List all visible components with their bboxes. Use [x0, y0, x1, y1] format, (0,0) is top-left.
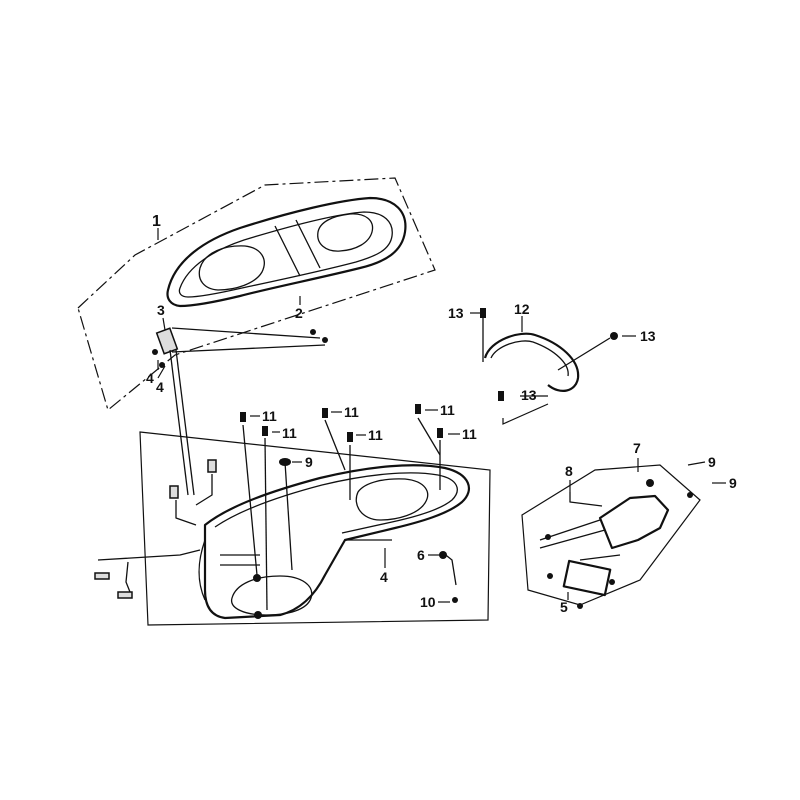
callout-6: 6 [417, 547, 425, 563]
bolt-leader [264, 437, 268, 611]
latch-screw [547, 573, 553, 579]
seat-inner-rim [178, 211, 393, 298]
grommet-9 [279, 458, 291, 466]
latch-screw [609, 579, 615, 585]
latch-group-boundary [521, 464, 701, 606]
wire-harness [125, 561, 131, 593]
callout-4: 4 [156, 379, 164, 395]
nut [254, 611, 262, 619]
callout-11: 11 [262, 408, 277, 424]
callout-13: 13 [640, 328, 656, 344]
bolt-leader [417, 417, 441, 456]
bolt-11 [347, 432, 353, 442]
callout-9: 9 [305, 454, 313, 470]
bolt-13 [610, 332, 618, 340]
callout-11: 11 [440, 402, 455, 418]
leader-3 [162, 317, 166, 331]
callout-12: 12 [514, 301, 530, 317]
leader-9 [687, 461, 706, 466]
leader-13 [502, 395, 549, 425]
bolt-13 [498, 391, 504, 401]
latch-screw [545, 534, 551, 540]
bolt-13 [480, 308, 486, 318]
storage-box [203, 464, 471, 620]
storage-box-front-opening [355, 478, 429, 521]
cable-12 [483, 332, 580, 392]
bolt-leader [284, 461, 293, 571]
storage-box-group [94, 349, 491, 626]
callout-4: 4 [380, 569, 388, 585]
callout-10: 10 [420, 594, 436, 610]
bolt-leader [242, 424, 258, 576]
callout-11: 11 [282, 425, 297, 441]
bolt-11 [240, 412, 246, 422]
storage-box-boundary [139, 431, 491, 626]
callout-5: 5 [560, 599, 568, 615]
callout-7: 7 [633, 440, 641, 456]
callout-9: 9 [708, 454, 716, 470]
latch-group [521, 464, 701, 609]
bolt-11 [322, 408, 328, 418]
bolt-leader [557, 337, 611, 371]
box-clip [169, 485, 179, 499]
bolt-11 [437, 428, 443, 438]
seat-rib [295, 219, 321, 269]
latch-bracket [598, 494, 670, 550]
hinge-nut [310, 329, 316, 335]
callout-11: 11 [462, 426, 477, 442]
part-10-screw [452, 597, 458, 603]
storage-box-left-wall [198, 539, 206, 601]
latch-rod-8 [569, 492, 603, 507]
wire-connector [94, 572, 110, 580]
box-clip-lead [175, 500, 197, 526]
hinge-bolt [159, 362, 165, 368]
seat-latch-pocket [317, 213, 374, 252]
callout-11: 11 [344, 404, 359, 420]
seat-hinge-bracket [155, 327, 179, 355]
bolt-leader [324, 419, 346, 471]
seat-group-boundary [77, 177, 436, 412]
hinge-nut [322, 337, 328, 343]
part-6-clip [439, 551, 447, 559]
seat-assembly-group [77, 177, 436, 412]
hinge-rod [171, 327, 321, 339]
seat-support-rod [175, 349, 195, 496]
callout-11: 11 [368, 427, 383, 443]
callout-3: 3 [157, 302, 165, 318]
latch-screw [687, 492, 693, 498]
callout-9: 9 [729, 475, 737, 491]
storage-box-rim [214, 472, 458, 534]
box-clip-lead [195, 474, 213, 506]
wire-harness [97, 549, 201, 561]
seat [166, 196, 407, 308]
cable-group [480, 308, 618, 401]
callout-13: 13 [448, 305, 464, 321]
nut [253, 574, 261, 582]
latch-screw [646, 479, 654, 487]
bolt-11 [262, 426, 268, 436]
bolt-11 [415, 404, 421, 414]
leader-4 [157, 365, 166, 379]
wire-connector [117, 591, 133, 599]
hinge-bolt [152, 349, 158, 355]
seat-hinge-cutout [198, 245, 265, 291]
seat-support-rod [169, 349, 189, 496]
seat-rib [274, 225, 301, 277]
callout-13: 13 [521, 387, 537, 403]
leader-lines [157, 228, 726, 603]
latch-actuator-5 [562, 559, 612, 597]
callout-labels: 1 2 3 4 4 11 11 11 11 11 11 9 4 6 10 12 … [146, 213, 737, 615]
hinge-rod [171, 344, 326, 353]
callout-2: 2 [295, 305, 303, 321]
callout-1: 1 [152, 213, 161, 230]
box-clip [207, 459, 217, 473]
latch-screw [577, 603, 583, 609]
callout-8: 8 [565, 463, 573, 479]
callout-4: 4 [146, 370, 154, 386]
